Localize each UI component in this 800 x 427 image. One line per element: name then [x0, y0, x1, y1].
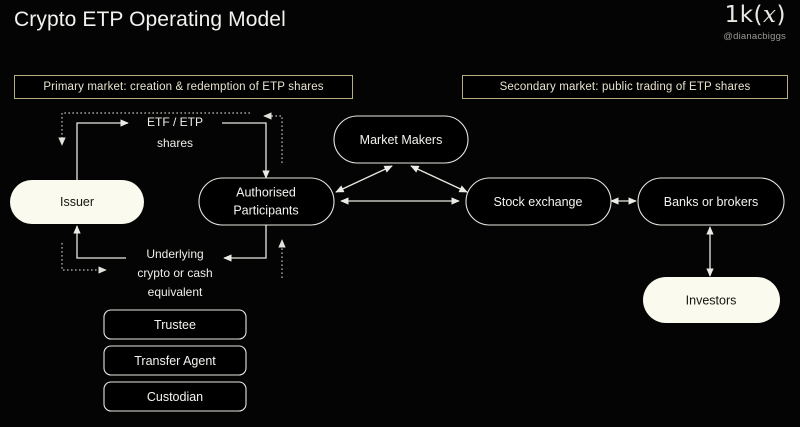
brand-mark-suffix: ) — [776, 2, 786, 28]
banner-secondary-market: Secondary market: public trading of ETP … — [462, 75, 788, 99]
node-banks-or-brokers[interactable]: Banks or brokers — [637, 177, 785, 226]
node-custodian-label: Custodian — [147, 390, 203, 404]
node-investors[interactable]: Investors — [643, 277, 780, 323]
node-market-makers-label: Market Makers — [360, 133, 443, 147]
edge-issuer-to-shares — [76, 119, 129, 180]
edge-shares-to-ap — [222, 122, 270, 179]
edge-dotted-ap-shares-return — [263, 112, 283, 163]
node-trustee-shape — [103, 309, 247, 340]
node-investors-shape — [643, 277, 780, 323]
node-market-makers[interactable]: Market Makers — [333, 115, 469, 164]
node-investors-label: Investors — [686, 293, 737, 307]
node-trustee-label: Trustee — [154, 318, 196, 332]
node-trustee[interactable]: Trustee — [103, 309, 247, 340]
edge-ap-market-makers — [335, 165, 393, 193]
edge-ap-to-underlying — [223, 224, 267, 262]
edge-label-shares-line1: ETF / ETP — [147, 115, 203, 129]
edge-underlying-to-issuer — [73, 225, 126, 259]
node-custodian-shape — [103, 381, 247, 412]
node-transfer-agent[interactable]: Transfer Agent — [103, 345, 247, 376]
node-transfer-agent-label: Transfer Agent — [134, 354, 216, 368]
node-issuer-shape — [10, 180, 144, 224]
edge-dotted-issuer-underlying-out — [61, 243, 107, 274]
brand-logo: 1k(x) @dianacbiggs — [723, 4, 786, 43]
edge-label-underlying-line1: Underlying — [146, 247, 203, 261]
edge-label-underlying-line2: crypto or cash — [137, 266, 212, 280]
node-custodian[interactable]: Custodian — [103, 381, 247, 412]
node-ap-label-line2: Participants — [233, 203, 298, 217]
brand-mark: 1k(x) — [723, 4, 786, 27]
edge-label-underlying-line3: equivalent — [148, 285, 203, 299]
edge-label-shares-line2: shares — [157, 136, 193, 150]
node-issuer-label: Issuer — [60, 195, 94, 209]
node-transfer-agent-shape — [103, 345, 247, 376]
node-market-makers-shape — [333, 115, 469, 164]
node-issuer[interactable]: Issuer — [10, 180, 144, 224]
node-stock-exchange[interactable]: Stock exchange — [465, 177, 612, 226]
node-stock-exchange-label: Stock exchange — [494, 195, 583, 209]
page-title: Crypto ETP Operating Model — [14, 8, 286, 31]
edge-label-underlying: Underlying crypto or cash equivalent — [137, 247, 212, 299]
node-banks-or-brokers-label: Banks or brokers — [664, 195, 758, 209]
node-ap-label-line1: Authorised — [236, 185, 296, 199]
node-authorised-participants-shape — [198, 177, 335, 226]
brand-mark-italic: x — [763, 2, 777, 28]
node-banks-or-brokers-shape — [637, 177, 785, 226]
brand-handle: @dianacbiggs — [723, 31, 786, 42]
edge-dotted-to-issuer-column — [58, 112, 250, 146]
node-authorised-participants[interactable]: Authorised Participants — [198, 177, 335, 226]
edge-label-etf-etp-shares: ETF / ETP shares — [147, 115, 203, 150]
brand-mark-prefix: 1k( — [724, 2, 764, 28]
edge-market-makers-exchange — [410, 165, 468, 193]
node-stock-exchange-shape — [465, 177, 612, 226]
banner-primary-market: Primary market: creation & redemption of… — [14, 75, 353, 99]
